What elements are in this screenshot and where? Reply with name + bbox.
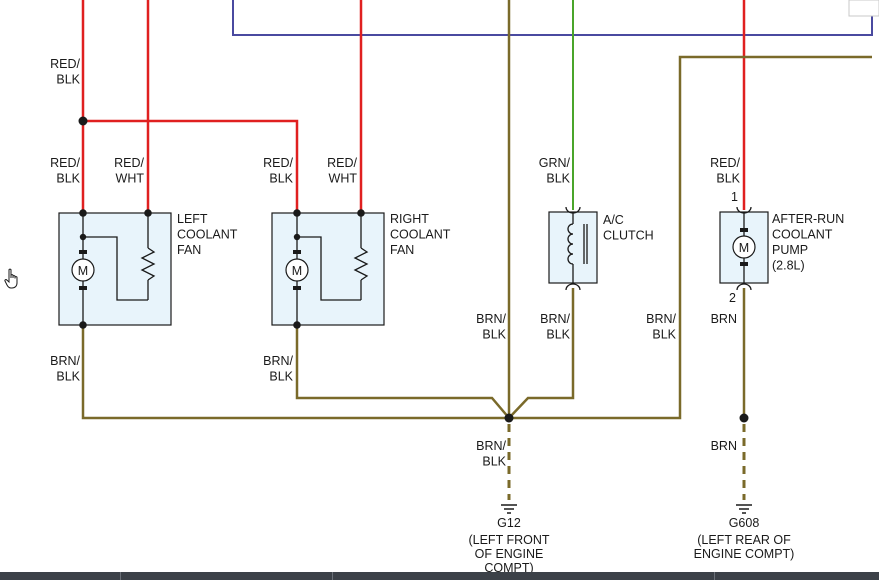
wire-and-component-labels: RED/BLK RED/BLK RED/WHT RED/BLK RED/WHT GRN/B… bbox=[50, 57, 844, 575]
pin-2-label: 2 bbox=[729, 291, 736, 305]
wire-label-brn: BRN bbox=[711, 312, 737, 326]
motor-label: M bbox=[292, 264, 302, 278]
ground-symbol-icon bbox=[736, 504, 752, 514]
wire-label-red-wht: RED/WHT bbox=[114, 156, 144, 186]
splice-points bbox=[78, 116, 749, 423]
blue-wire-border bbox=[232, 0, 873, 36]
wire-label-brn-blk: BRN/BLK bbox=[540, 312, 571, 342]
motor-icon bbox=[71, 258, 95, 282]
dashed-ground-wires bbox=[507, 424, 746, 500]
wire-label-red-blk: RED/BLK bbox=[50, 156, 81, 186]
wire-label-red-wht: RED/WHT bbox=[327, 156, 357, 186]
corner-tab bbox=[848, 0, 879, 17]
ground-g608-location: ENGINE COMPT) bbox=[694, 547, 795, 561]
ground-g12-label: G12 bbox=[497, 516, 521, 530]
wire-label-red-blk: RED/BLK bbox=[710, 156, 741, 186]
motor-label: M bbox=[78, 264, 88, 278]
wire-label-brn-blk: BRN/BLK bbox=[50, 354, 81, 384]
wire-label-brn-blk: BRN/BLK bbox=[476, 312, 507, 342]
ground-g12-location: (LEFT FRONT bbox=[468, 533, 549, 547]
right-coolant-fan: M bbox=[271, 209, 385, 329]
ground-g12-location: OF ENGINE bbox=[475, 547, 544, 561]
left-coolant-fan: M bbox=[58, 209, 172, 329]
wire-label-brn: BRN bbox=[711, 439, 737, 453]
ground-g608-label: G608 bbox=[729, 516, 760, 530]
motor-icon bbox=[285, 258, 309, 282]
wire-label-red-blk: RED/BLK bbox=[50, 57, 81, 87]
wire-label-brn-blk: BRN/BLK bbox=[476, 439, 507, 469]
wire-label-red-blk: RED/BLK bbox=[263, 156, 294, 186]
wire-label-grn-blk: GRN/BLK bbox=[539, 156, 571, 186]
pin-1-label: 1 bbox=[731, 190, 738, 204]
brown-wires bbox=[81, 0, 872, 420]
ac-clutch bbox=[548, 206, 598, 291]
ground-g12-location: COMPT) bbox=[484, 561, 533, 575]
ground-g608-location: (LEFT REAR OF bbox=[697, 533, 791, 547]
bottom-toolbar bbox=[0, 572, 879, 580]
wire-label-brn-blk: BRN/BLK bbox=[263, 354, 294, 384]
ground-symbol-icon bbox=[501, 504, 517, 514]
motor-label: M bbox=[739, 241, 749, 255]
red-wires bbox=[81, 0, 746, 213]
motor-icon bbox=[732, 235, 756, 259]
after-run-coolant-pump: M 1 2 bbox=[719, 190, 769, 305]
hand-pointer-icon bbox=[4, 268, 18, 289]
wire-label-brn-blk: BRN/BLK bbox=[646, 312, 677, 342]
